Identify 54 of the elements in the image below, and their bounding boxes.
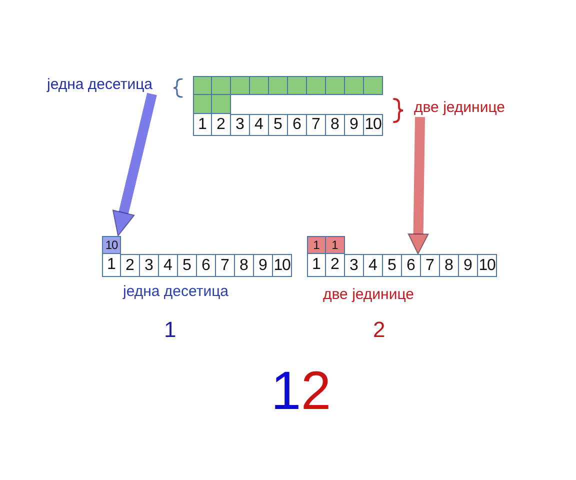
digit-label: 2 (373, 319, 386, 341)
unit-tile (250, 76, 269, 95)
ones-tile: 1 (326, 236, 345, 254)
number-cell: 6 (197, 254, 216, 277)
number-cell: 1 (193, 114, 212, 136)
ones-tile: 1 (307, 236, 326, 254)
unit-tile (269, 76, 288, 95)
unit-tile (193, 76, 212, 95)
number-cell: 8 (326, 114, 345, 136)
arrow (112, 92, 157, 238)
number-cell: 5 (269, 114, 288, 136)
number-cell: 6 (288, 114, 307, 136)
number-cell: 6 (402, 254, 421, 277)
number-cell: 10 (273, 254, 292, 277)
number-cell: 3 (231, 114, 250, 136)
unit-tile (326, 76, 345, 95)
unit-tile (307, 76, 326, 95)
number-cell: 7 (307, 114, 326, 136)
number-cell: 7 (216, 254, 235, 277)
result-number: 12 (271, 364, 332, 418)
number-cell: 4 (250, 114, 269, 136)
number-cell: 2 (212, 114, 231, 136)
unit-tile (345, 76, 364, 95)
number-cell: 10 (478, 254, 497, 277)
number-cell: 3 (140, 254, 159, 277)
unit-tile (364, 76, 383, 95)
tens-tile: 10 (102, 236, 121, 254)
number-cell: 10 (364, 114, 383, 136)
number-cell: 8 (235, 254, 254, 277)
group-label: једна десетица (123, 284, 229, 299)
number-cell: 4 (159, 254, 178, 277)
group-label: две јединице (414, 99, 505, 117)
unit-tile (288, 76, 307, 95)
unit-tile (193, 95, 212, 114)
unit-tile (231, 76, 250, 95)
number-cell: 5 (178, 254, 197, 277)
number-cell: 7 (421, 254, 440, 277)
group-label: једна десетица (47, 76, 153, 94)
number-cell: 9 (459, 254, 478, 277)
number-cell: 2 (121, 254, 140, 277)
number-cell: 2 (326, 254, 345, 277)
digit-label: 1 (164, 319, 176, 341)
number-cell: 1 (307, 254, 326, 277)
number-cell: 9 (254, 254, 273, 277)
number-cell: 9 (345, 114, 364, 136)
unit-tile (212, 76, 231, 95)
number-cell: 4 (364, 254, 383, 277)
number-cell: 8 (440, 254, 459, 277)
unit-tile (212, 95, 231, 114)
number-cell: 1 (102, 254, 121, 277)
arrow (408, 116, 429, 254)
group-label: две јединице (323, 287, 414, 302)
number-cell: 5 (383, 254, 402, 277)
number-cell: 3 (345, 254, 364, 277)
